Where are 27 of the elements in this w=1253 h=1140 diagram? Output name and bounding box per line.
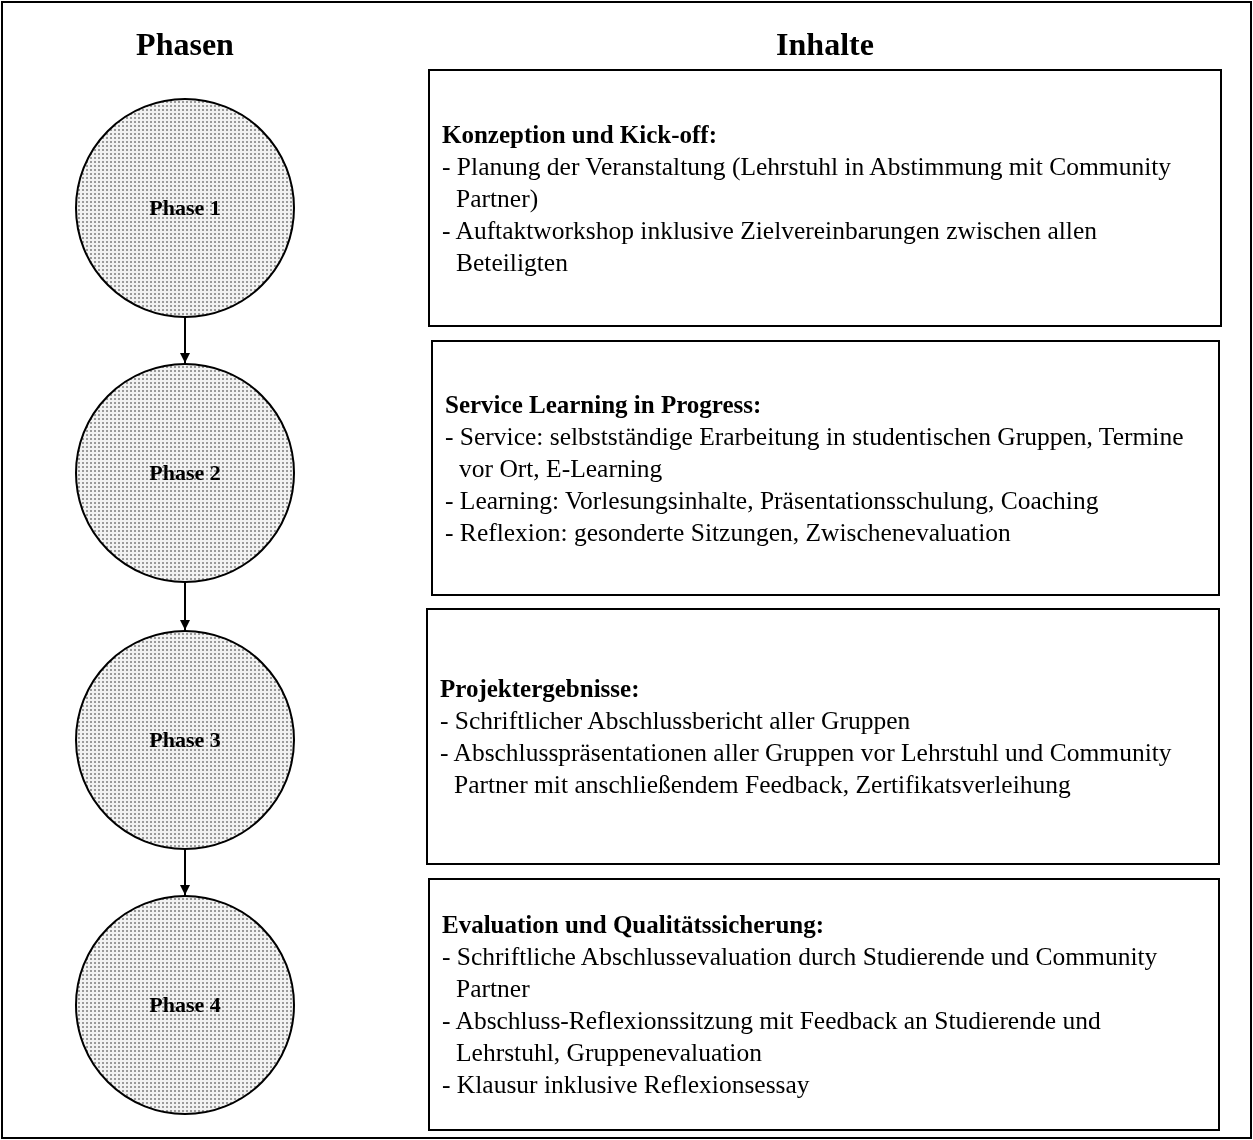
bullet-item: - Schriftlicher Abschlussbericht aller Gruppen [440, 705, 912, 737]
arrow [180, 849, 190, 896]
phase-label: Phase 4 [149, 992, 221, 1018]
bullet-item: - Reflexion: gesonderte Sitzungen, Zwischenevaluation [445, 516, 1012, 549]
box-heading: Evaluation und Qualitätssicherung: [442, 910, 826, 940]
column-header: Inhalte [776, 26, 874, 63]
content-box [428, 69, 1222, 327]
bullet-item: - Abschluss-Reflexionssitzung mit Feedback an Studierende und Lehrstuhl, Gruppenevaluation [442, 1005, 1102, 1069]
content-box [426, 608, 1220, 865]
box-heading: Projektergebnisse: [440, 674, 641, 704]
phase-label: Phase 2 [149, 460, 221, 486]
phase-label: Phase 3 [149, 727, 221, 753]
content-box [431, 340, 1220, 596]
bullet-item: - Learning: Vorlesungsinhalte, Präsentationsschulung, Coaching [445, 484, 1100, 517]
arrow [180, 582, 190, 631]
bullet-item: - Auftaktworkshop inklusive Zielvereinbarungen zwischen allen Beteiligten [442, 214, 1099, 279]
bullet-item: - Planung der Veranstaltung (Lehrstuhl in Abstimmung mit Community Partner) [442, 150, 1173, 215]
phase-label: Phase 1 [149, 195, 221, 221]
column-header: Phasen [136, 26, 234, 63]
bullet-item: - Schriftliche Abschlussevaluation durch Studierende und Community Partner [442, 941, 1159, 1005]
bullet-item: - Abschlusspräsentationen aller Gruppen vor Lehrstuhl und Community Partner mit anschließendem Feedback, Zertifikatsverleihung [440, 737, 1173, 801]
bullet-item: - Klausur inklusive Reflexionsessay [442, 1069, 811, 1101]
bullet-item: - Service: selbstständige Erarbeitung in studentischen Gruppen, Termine vor Ort, E-Learning [445, 420, 1185, 485]
arrow [180, 317, 190, 364]
content-box [428, 878, 1220, 1131]
box-heading: Konzeption und Kick-off: [442, 119, 719, 150]
box-heading: Service Learning in Progress: [445, 389, 763, 420]
